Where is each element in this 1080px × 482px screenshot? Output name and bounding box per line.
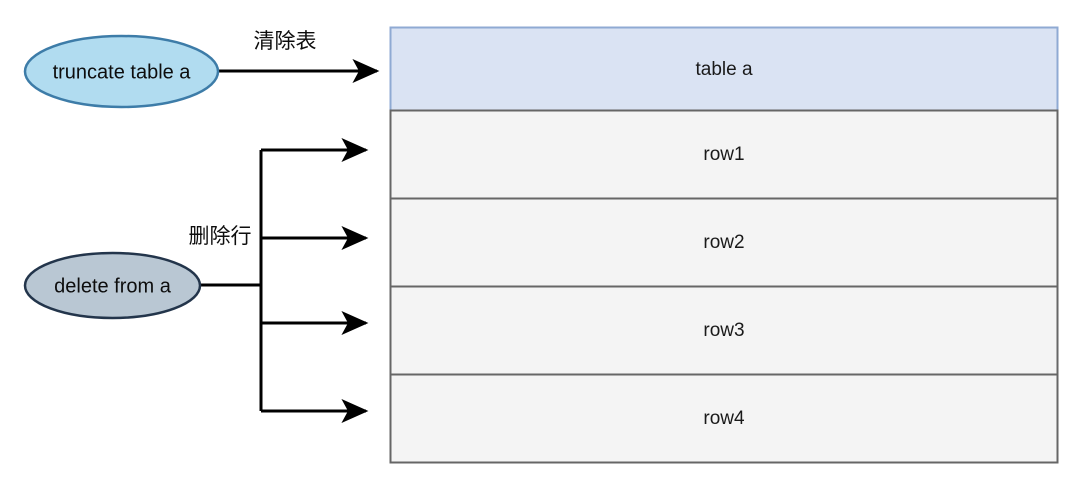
- node-delete-from-a[interactable]: delete from a: [23, 251, 202, 320]
- table-row: [389, 197, 1059, 288]
- table-row-label: row2: [703, 232, 744, 253]
- truncate-edge-label: 清除表: [254, 29, 317, 53]
- table-row-label: row4: [703, 408, 745, 429]
- delete-edge-group: [200, 138, 369, 423]
- delete-node-label: delete from a: [54, 275, 172, 297]
- delete-edge-label: 删除行: [189, 224, 252, 248]
- table-row: [389, 373, 1059, 464]
- table-header-cell: [389, 26, 1059, 112]
- truncate-node-shape: [23, 34, 220, 109]
- delete-node-shape: [23, 251, 202, 320]
- table-a: table a row1 row2 row3 row4: [389, 26, 1059, 464]
- table-row: [389, 109, 1059, 200]
- truncate-node-label: truncate table a: [53, 61, 192, 83]
- table-row-label: row1: [703, 144, 744, 165]
- table-row: [389, 285, 1059, 376]
- table-header-label: table a: [695, 59, 752, 80]
- node-truncate-table-a[interactable]: truncate table a: [23, 34, 220, 109]
- table-row-label: row3: [703, 320, 744, 341]
